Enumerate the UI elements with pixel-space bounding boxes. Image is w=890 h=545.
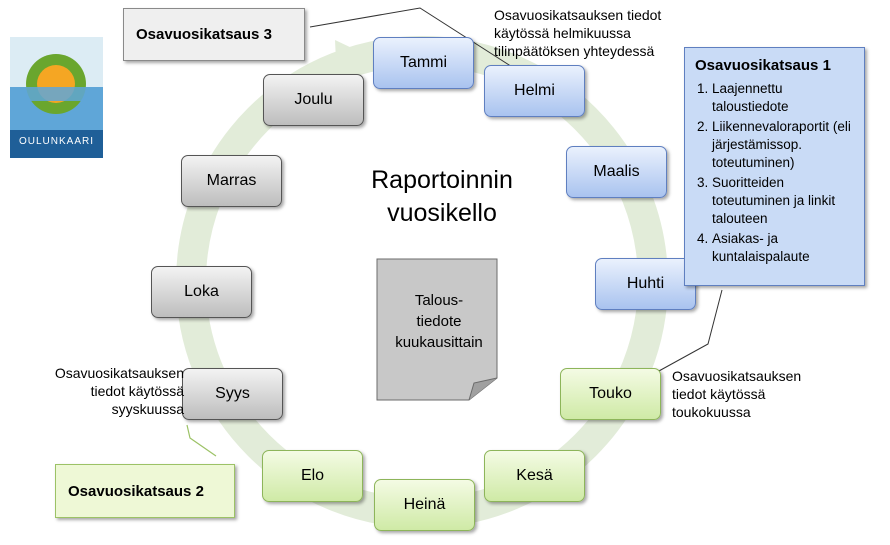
q1-list-item: Asiakas- ja kuntalaispalaute	[712, 230, 854, 266]
month-syys: Syys	[182, 368, 283, 420]
month-label: Touko	[589, 385, 632, 402]
note-line: syyskuussa	[111, 401, 184, 417]
month-marras: Marras	[181, 155, 282, 207]
q1-list-item: Laajennettu taloustiedote	[712, 80, 854, 116]
note-line: tiedot käytössä	[90, 383, 184, 399]
q1-list: Laajennettu taloustiedote Liikennevalora…	[695, 80, 854, 266]
month-maalis: Maalis	[566, 146, 667, 198]
doc-line: kuukausittain	[395, 334, 483, 351]
note-line: käytössä helmikuussa	[494, 25, 631, 41]
q1-list-item: Suoritteiden toteutuminen ja linkit talo…	[712, 174, 854, 228]
month-loka: Loka	[151, 266, 252, 318]
callout-q2: Osavuosikatsaus 2	[55, 464, 235, 518]
connector-line-q3	[309, 7, 521, 73]
month-label: Maalis	[593, 163, 640, 180]
month-label: Elo	[300, 467, 325, 484]
month-heina: Heinä	[374, 479, 475, 531]
logo-text-bar	[10, 130, 103, 158]
note-right: Osavuosikatsauksen tiedot käytössä touko…	[672, 367, 822, 421]
note-left: Osavuosikatsauksen tiedot käytössä syysk…	[14, 364, 184, 418]
month-label: Marras	[206, 172, 257, 189]
note-line: tilinpäätöksen yhteydessä	[494, 43, 655, 59]
note-line: Osavuosikatsauksen tiedot	[494, 7, 662, 23]
month-label: Syys	[215, 385, 250, 402]
month-elo: Elo	[262, 450, 363, 502]
title-line: vuosikello	[387, 199, 497, 227]
doc-line: tiedote	[416, 313, 462, 330]
callout-q3-label: Osavuosikatsaus 3	[136, 26, 272, 43]
connector-line-q1	[647, 289, 723, 378]
circular-arrow-head	[335, 40, 373, 82]
logo-horizon	[10, 87, 103, 101]
connector-line-q2	[186, 424, 217, 457]
doc-line: Talous-	[414, 292, 464, 309]
month-huhti: Huhti	[595, 258, 696, 310]
month-label: Joulu	[294, 91, 333, 108]
month-label: Kesä	[516, 467, 553, 484]
month-label: Tammi	[399, 54, 448, 71]
month-label: Helmi	[514, 82, 555, 99]
note-line: Osavuosikatsauksen	[54, 365, 184, 381]
q1-title: Osavuosikatsaus 1	[695, 57, 831, 74]
callout-q2-label: Osavuosikatsaus 2	[68, 482, 204, 500]
callout-q3: Osavuosikatsaus 3	[123, 8, 305, 61]
note-top: Osavuosikatsauksen tiedot käytössä helmi…	[494, 6, 694, 60]
month-label: Loka	[184, 283, 219, 300]
note-line: tiedot käytössä	[672, 386, 766, 402]
title-line: Raportoinnin	[371, 166, 513, 194]
q1-info-box: Osavuosikatsaus 1 Laajennettu taloustied…	[684, 47, 865, 286]
logo-text: OULUNKAARI	[18, 136, 94, 147]
center-document-text: Talous- tiedote kuukausittain	[378, 290, 500, 353]
month-tammi: Tammi	[373, 37, 474, 89]
note-line: Osavuosikatsauksen	[672, 368, 802, 384]
month-label: Huhti	[626, 275, 665, 292]
document-fold	[468, 377, 498, 401]
month-joulu: Joulu	[263, 74, 364, 126]
month-touko: Touko	[560, 368, 661, 420]
month-kesa: Kesä	[484, 450, 585, 502]
diagram-title: Raportoinnin vuosikello	[338, 164, 546, 230]
note-line: toukokuussa	[672, 404, 751, 420]
q1-list-item: Liikennevaloraportit (eli järjestämissop…	[712, 118, 854, 172]
month-helmi: Helmi	[484, 65, 585, 117]
month-label: Heinä	[403, 496, 446, 513]
